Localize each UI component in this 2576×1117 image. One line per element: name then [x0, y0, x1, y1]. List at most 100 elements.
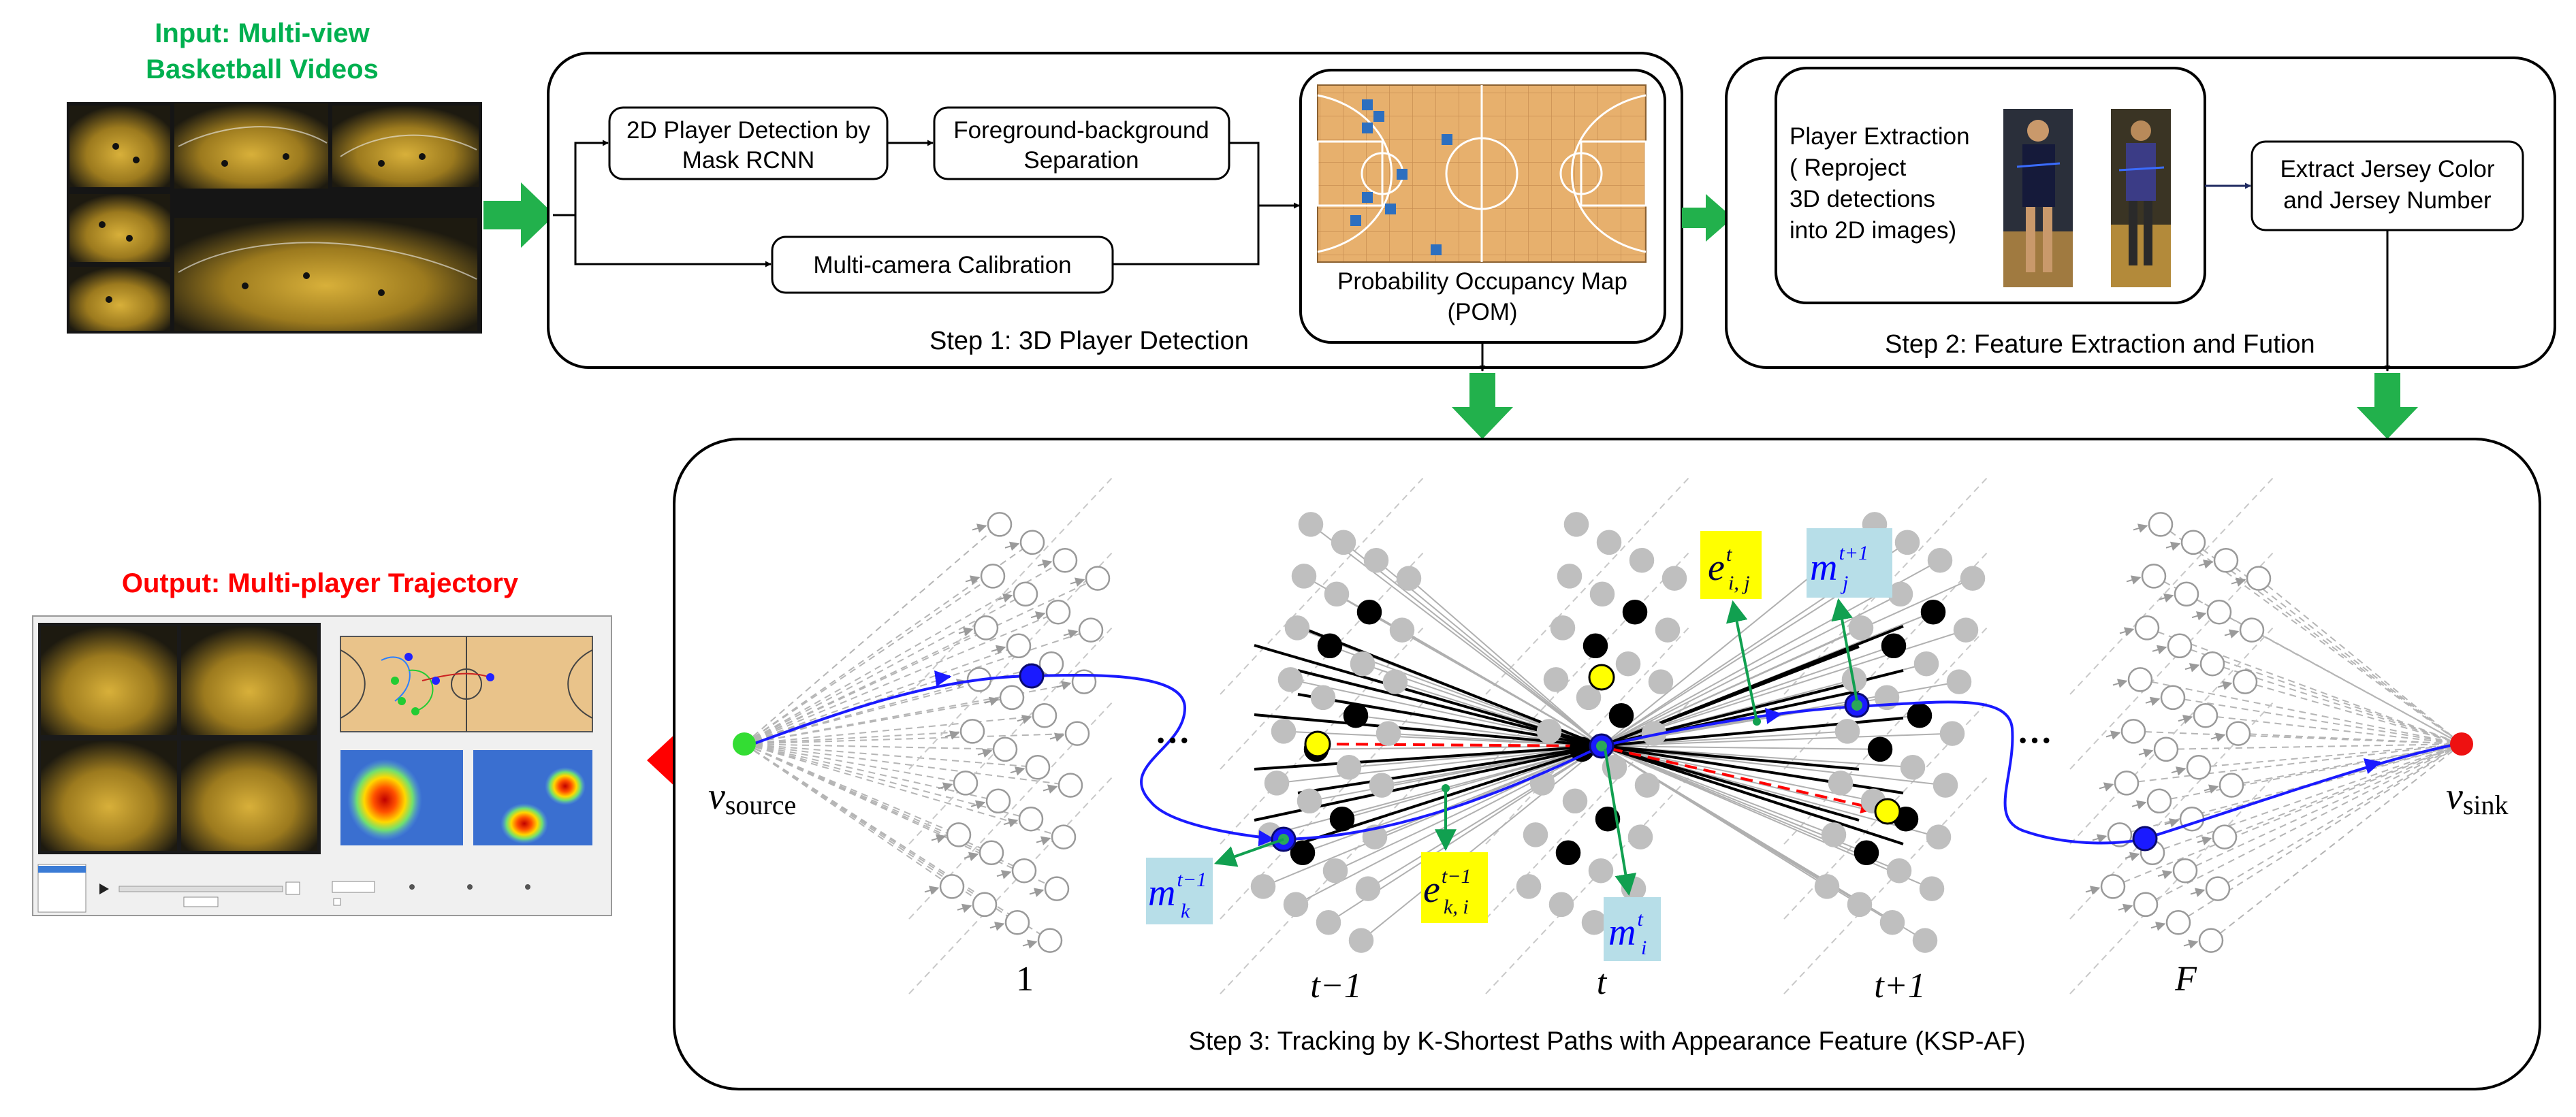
detection-node: [1648, 669, 1674, 694]
ksp-graph: [733, 476, 2473, 994]
detection-node: [1847, 892, 1873, 918]
detection-node: [1271, 719, 1297, 744]
red-edge-prev: [1317, 737, 1595, 754]
hollow-node-arrow: [1004, 541, 1020, 551]
detection-node: [1317, 633, 1343, 659]
detection-node: [1886, 858, 1912, 884]
detection-node: [1298, 512, 1324, 537]
source-fan-edge: [744, 696, 1013, 745]
hollow-node-arrow: [2165, 541, 2181, 551]
hollow-node: [2193, 702, 2219, 728]
hollow-node-arrow: [931, 834, 947, 843]
detection-node: [1608, 702, 1634, 728]
hollow-node-arrow: [958, 627, 974, 636]
hollow-node-arrow: [1063, 629, 1079, 638]
hollow-node-arrow: [2171, 766, 2187, 776]
label-m-j: mt+1 j: [1807, 528, 1892, 702]
hollow-node: [2198, 928, 2224, 953]
hollow-node: [987, 512, 1013, 537]
detection-node: [1933, 773, 1958, 798]
svg-text:i, j: i, j: [1728, 572, 1750, 594]
frame-label-1: 1: [1016, 960, 1034, 999]
detection-line1: 2D Player Detection by: [626, 117, 870, 144]
detection-node: [1881, 633, 1907, 659]
hollow-node-arrow: [2197, 836, 2212, 845]
detection-node: [1834, 719, 1860, 744]
detection-node: [1336, 754, 1362, 780]
hollow-node-arrow: [2145, 696, 2161, 707]
detection-node: [1589, 581, 1615, 607]
trajectory-node-center: [1596, 741, 1607, 751]
jersey-line2: and Jersey Number: [2283, 187, 2492, 214]
multiview-video-thumbnails: [67, 102, 482, 334]
hollow-node: [2165, 909, 2191, 935]
detection-node: [1356, 599, 1382, 625]
step1-title: Step 1: 3D Player Detection: [929, 327, 1249, 355]
detection-node: [1396, 566, 1422, 591]
sink-fan-edge: [2212, 663, 2462, 745]
hollow-node: [2246, 566, 2272, 591]
detection-line2: Mask RCNN: [682, 147, 814, 174]
sink-fan-edge: [2244, 681, 2462, 745]
hollow-node: [2239, 617, 2265, 643]
source-fan-edge: [744, 645, 1019, 745]
hollow-node-arrow: [2133, 523, 2148, 533]
arrow-e-ij: [1726, 600, 1758, 722]
detection-node: [1588, 858, 1614, 884]
extraction-line1: Player Extraction: [1790, 123, 1970, 150]
detection-node: [1596, 530, 1622, 555]
input-label-line2: Basketball Videos: [146, 54, 379, 84]
hollow-node: [1018, 806, 1044, 832]
trajectory-arrow: [2364, 758, 2382, 775]
step1-to-step3-arrow: [1452, 373, 1513, 439]
output-section: Output: Multi-player Trajectory: [32, 568, 708, 916]
black-edge: [1601, 745, 1860, 822]
gray-edge: [1601, 575, 1869, 747]
detection-node: [1634, 773, 1660, 798]
hollow-node: [2134, 615, 2160, 641]
frame-guide-line: [908, 551, 1114, 770]
hollow-node: [2225, 721, 2251, 746]
hollow-node-arrow: [2125, 852, 2140, 862]
detection-node: [1548, 892, 1574, 918]
sink-fan-edge: [2165, 743, 2462, 750]
gray-edge: [1355, 715, 1602, 747]
detection-node: [1550, 615, 1576, 641]
flow-split: [553, 140, 609, 216]
black-edge: [1254, 745, 1602, 771]
detection-node: [1622, 599, 1648, 625]
input-arrow: [483, 182, 555, 248]
detection-node: [1576, 685, 1602, 711]
yellow-node: [1304, 730, 1331, 758]
detection-node: [1376, 721, 1401, 746]
frame-guide-line: [1220, 775, 1425, 994]
hollow-node-arrow: [2183, 939, 2199, 949]
extraction-line2: ( Reproject: [1790, 155, 1906, 181]
label-m-k: mt−1 k: [1146, 838, 1284, 924]
detection-node: [1329, 806, 1355, 832]
hollow-node-arrow: [1010, 766, 1025, 776]
hollow-node-arrow: [924, 886, 940, 895]
gray-edge: [1401, 629, 1602, 747]
sink-fan-edge: [2225, 560, 2462, 745]
hollow-node: [2199, 651, 2225, 677]
frame-label-F: F: [2174, 960, 2197, 999]
detection-node: [1939, 721, 1965, 746]
gray-edge: [1601, 745, 1834, 836]
hollow-node-arrow: [2131, 800, 2147, 810]
sink-label: vsink: [2446, 775, 2509, 820]
hollow-node-arrow: [1036, 836, 1051, 845]
label-e-ij: et i, j: [1700, 531, 1762, 726]
gray-edge: [1408, 577, 1602, 747]
gray-edge: [1376, 560, 1602, 747]
hollow-node-arrow: [2191, 611, 2207, 621]
source-fan-edge: [744, 743, 1006, 750]
label-e-ki: et−1 k, i: [1421, 784, 1488, 923]
gray-edge: [1601, 577, 1973, 747]
hollow-node: [1058, 773, 1083, 798]
detection-node: [1907, 702, 1933, 728]
foreground-line1: Foreground-background: [953, 117, 1209, 144]
jersey-box: [2251, 140, 2524, 231]
pom-line2: (POM): [1447, 299, 1517, 325]
hollow-node: [1011, 858, 1037, 884]
